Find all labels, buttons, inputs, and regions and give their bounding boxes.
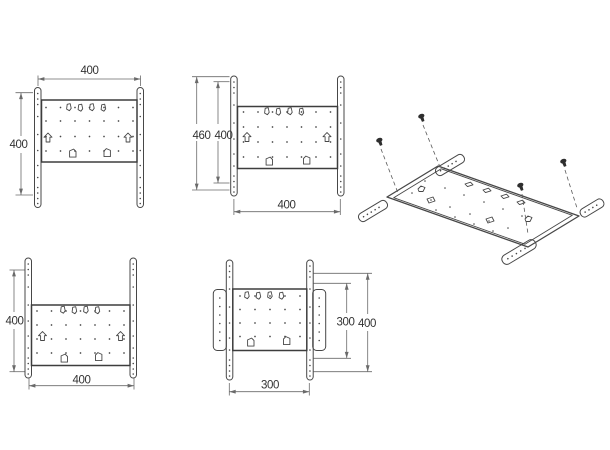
screw [375,136,385,147]
screw [417,112,427,123]
dimension-height-outer [313,272,372,373]
dimension-height-left [15,92,33,196]
iso-plate-outline [386,165,580,248]
iso-plate-cutouts [417,181,533,224]
adapter-plate [232,288,308,352]
dimension-width-bottom [228,383,310,396]
left-rail [225,259,234,381]
right-rail [337,75,345,197]
left-rail [24,257,32,379]
view-front-top-center: 460 400 400 [192,75,345,215]
iso-plate-rim [393,168,573,245]
view-front-top-left: 400 400 [10,65,144,208]
dim-label-height-outer: 400 [358,318,376,330]
rail-end-top-right [579,198,605,218]
dim-label-width-bottom: 400 [278,200,296,212]
view-front-bottom-center: 300 400 300 [212,259,376,396]
dim-label-height-inner: 400 [215,130,233,142]
dim-label-height-outer: 460 [193,130,211,142]
adapter-plate [236,105,339,170]
dim-label-height-inner: 300 [337,317,355,329]
dimension-width-top [37,75,141,86]
screw [516,181,526,192]
rail-end-bottom-left [357,199,389,223]
dimension-height-inner [313,282,351,359]
screw-leader-line [380,148,399,194]
screw-leader-line [564,169,578,209]
dim-label-width-bottom: 300 [261,380,279,392]
dimension-width-bottom [28,378,135,390]
screw-leader-line [422,124,441,168]
side-tab-right [312,289,327,351]
dimension-height-outer [192,76,230,191]
adapter-plate [30,304,131,367]
view-iso-exploded [357,112,605,265]
dim-label-height-left: 400 [6,316,24,328]
right-rail [136,87,144,208]
dimension-height-left [9,269,25,373]
right-rail [129,257,137,379]
dimension-height-inner [213,81,230,184]
view-front-bottom-left: 400 400 [6,257,137,390]
dim-label-height-left: 400 [10,139,28,151]
screw [559,157,569,168]
iso-plate-holes [411,180,523,232]
dim-label-width-bottom: 400 [73,375,91,387]
side-tab-left [212,289,227,351]
dimension-width-bottom [233,199,341,215]
left-rail [34,87,42,208]
dim-label-width-top: 400 [81,65,99,77]
